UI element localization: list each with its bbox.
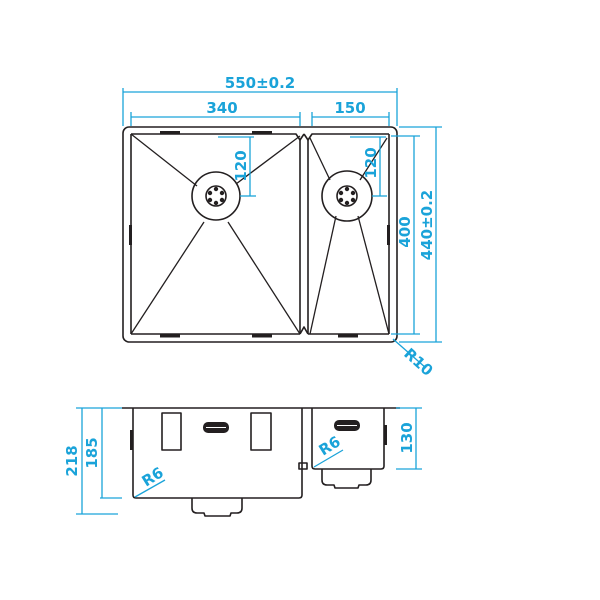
right-radius-label: R6 (316, 432, 344, 459)
right-drain-body (321, 469, 372, 489)
sink-outer-rim (122, 126, 398, 343)
right-bowl-height-label: 130 (398, 422, 416, 453)
right-drain-holes (338, 186, 356, 206)
left-bowl (129, 131, 305, 338)
dimension-left-bowl-width: 340 (130, 99, 301, 126)
overall-depth-label: 440±0.2 (418, 190, 436, 260)
dimension-right-bowl-height: 130 (396, 407, 422, 470)
left-drain-offset-label: 120 (232, 150, 250, 181)
dimension-overall-depth: 440±0.2 (399, 126, 442, 343)
dimension-right-bowl-width: 150 (311, 99, 390, 126)
overall-width-label: 550±0.2 (225, 74, 295, 92)
left-bracket-2 (250, 412, 272, 451)
dimension-right-radius: R6 (313, 432, 344, 468)
dimension-left-drain-offset: 120 (218, 136, 256, 197)
dimension-left-bowl-height: 185 (83, 408, 122, 499)
left-bowl-height-label: 185 (83, 437, 101, 468)
top-view: 550±0.2 340 150 120 120 (122, 74, 442, 380)
left-radius-label: R6 (139, 463, 167, 490)
right-bowl-width-label: 150 (334, 99, 365, 117)
dimension-overall-height: 218 (63, 407, 122, 515)
right-drain-offset-label: 120 (362, 147, 380, 178)
left-drain-holes (207, 186, 225, 206)
right-bowl-side (311, 408, 385, 470)
left-bowl-side (132, 408, 303, 499)
inner-depth-label: 400 (396, 216, 414, 247)
right-bowl (303, 133, 390, 338)
dimension-corner-radius: R10 (392, 338, 436, 380)
left-drain-body (191, 498, 243, 517)
dimension-overall-width: 550±0.2 (122, 74, 398, 126)
dimension-inner-depth: 400 (391, 135, 420, 335)
overall-height-label: 218 (63, 445, 81, 476)
left-bowl-width-label: 340 (206, 99, 237, 117)
dimension-left-radius: R6 (134, 463, 167, 498)
side-view: 218 185 R6 R6 130 (63, 407, 422, 517)
dimension-right-drain-offset: 120 (350, 136, 387, 197)
left-bracket-1 (161, 412, 182, 451)
